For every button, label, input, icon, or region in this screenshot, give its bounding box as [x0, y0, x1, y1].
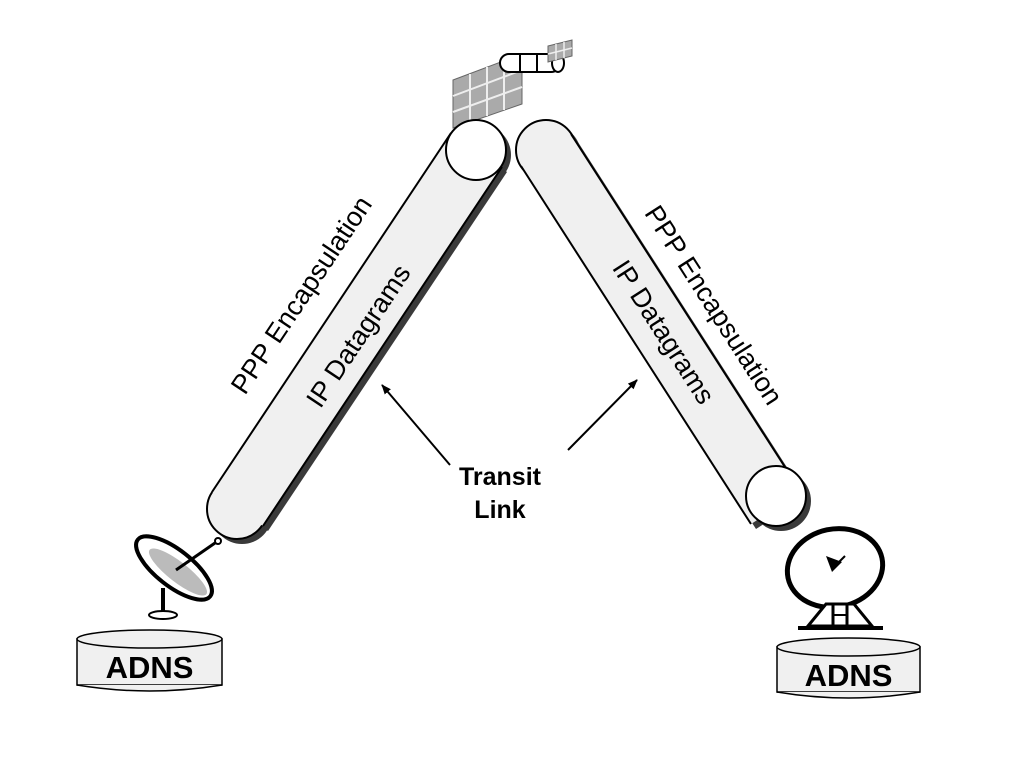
left-adns-label: ADNS — [106, 650, 194, 685]
transit-label-line1: Transit — [459, 463, 542, 491]
transit-arrow-left — [381, 384, 451, 466]
transit-label-line2: Link — [474, 496, 525, 524]
left-transit-tube — [206, 119, 511, 544]
satellite-dish-icon — [134, 534, 222, 620]
right-transit-tube — [515, 119, 811, 531]
left-adns-station: ADNS — [76, 629, 223, 692]
satellite-icon — [452, 39, 573, 129]
radar-dish-icon — [784, 526, 886, 630]
right-adns-station: ADNS — [776, 637, 921, 699]
transit-arrow-right — [567, 379, 638, 451]
right-adns-label: ADNS — [805, 658, 893, 693]
